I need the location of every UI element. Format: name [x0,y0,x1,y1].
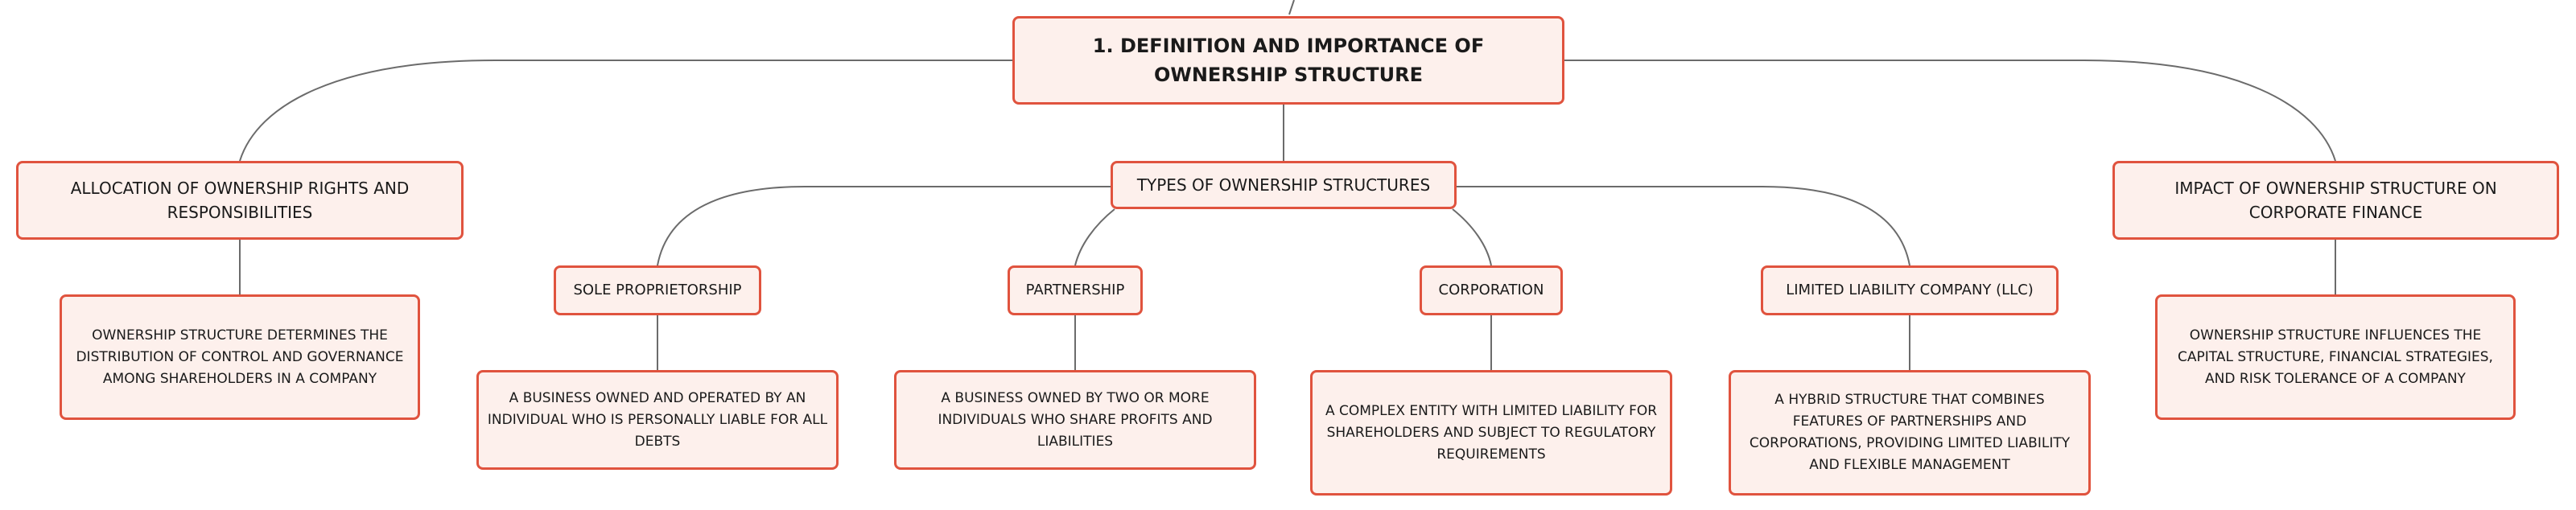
type-partnership[interactable]: Partnership [1008,265,1143,315]
detail-allocation-text: Ownership structure determines the distr… [76,327,404,387]
detail-llc[interactable]: A hybrid structure that combines feature… [1729,370,2091,496]
type-sole-proprietorship[interactable]: Sole Proprietorship [554,265,761,315]
detail-partnership-text: A business owned by two or more individu… [938,389,1213,450]
connector-types-sole [657,186,1111,266]
detail-partnership[interactable]: A business owned by two or more individu… [894,370,1256,470]
connector-root-allocation [239,60,1012,162]
detail-corporation[interactable]: A complex entity with limited liability … [1310,370,1672,496]
detail-sole-proprietorship[interactable]: A business owned and operated by an indi… [476,370,839,470]
type-partnership-label: Partnership [1025,282,1125,298]
branch-allocation[interactable]: Allocation of Ownership Rights and Respo… [16,161,464,240]
connector-types-llc [1457,186,1910,266]
type-llc[interactable]: Limited Liability Company (LLC) [1761,265,2059,315]
branch-types-label: Types of Ownership Structures [1136,175,1431,195]
connector-types-partnership [1074,208,1115,266]
branch-impact[interactable]: Impact of Ownership Structure on Corpora… [2112,161,2559,240]
detail-allocation[interactable]: Ownership structure determines the distr… [60,294,420,420]
detail-impact[interactable]: Ownership structure influences the capit… [2155,294,2516,420]
branch-allocation-label: Allocation of Ownership Rights and Respo… [70,179,410,222]
branch-impact-label: Impact of Ownership Structure on Corpora… [2174,179,2497,222]
root-node[interactable]: 1. Definition and Importance of Ownershi… [1012,16,1564,105]
connector-types-corporation [1452,208,1492,266]
connector-top-stub [1288,0,1295,15]
connector-root-impact [1564,60,2336,162]
branch-types[interactable]: Types of Ownership Structures [1111,161,1457,209]
detail-llc-text: A hybrid structure that combines feature… [1749,392,2071,473]
type-corporation-label: Corporation [1438,282,1544,298]
detail-impact-text: Ownership structure influences the capit… [2178,327,2493,387]
detail-sole-proprietorship-text: A business owned and operated by an indi… [487,389,828,450]
root-title: 1. Definition and Importance of Ownershi… [1092,35,1485,86]
type-sole-proprietorship-label: Sole Proprietorship [573,282,742,298]
detail-corporation-text: A complex entity with limited liability … [1325,402,1658,463]
type-llc-label: Limited Liability Company (LLC) [1786,282,2034,298]
type-corporation[interactable]: Corporation [1420,265,1563,315]
